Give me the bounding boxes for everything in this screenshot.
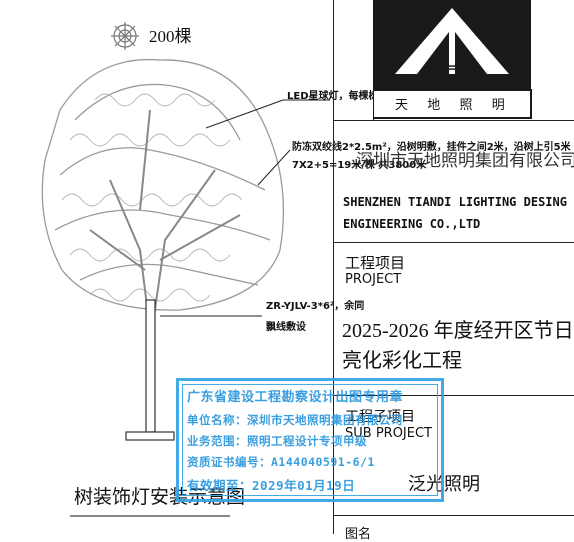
annotation-power-cable: ZR-YJLV-3*6²，余同: [266, 301, 365, 312]
frame-line-sub: [333, 515, 574, 516]
design-stamp: 广东省建设工程勘察设计出图专用章 单位名称：深圳市天地照明集团有限公司 业务范围…: [176, 378, 444, 502]
annotation-led: LED星球灯，每棵树8: [287, 91, 386, 102]
sub-project-label-cn: 工程子项目: [345, 409, 415, 425]
company-name-cn: 深圳市天地照明集团有限公司: [356, 151, 574, 171]
frame-line-company: [333, 242, 574, 243]
tree-count: 200棵: [149, 27, 192, 46]
project-name-line-1: 2025-2026 年度经开区节日: [342, 320, 574, 342]
company-name-en-2: ENGINEERING CO.,LTD: [343, 217, 481, 231]
frame-line-top: [333, 120, 574, 121]
project-name-line-2: 亮化彩化工程: [342, 350, 462, 372]
tree-drawing: [41, 22, 330, 517]
project-label-cn: 工程项目: [345, 254, 406, 272]
stamp-cert: 资质证书编号：A144040591-6/1: [187, 455, 375, 469]
drawing-name-label: 图名: [345, 527, 372, 542]
frame-line-project: [333, 395, 574, 396]
stamp-unit: 单位名称：深圳市天地照明集团有限公司: [187, 413, 403, 427]
stamp-scope: 业务范围：照明工程设计专项甲级: [187, 434, 367, 448]
frame-line-left: [333, 0, 334, 534]
sub-project-name: 泛光照明: [408, 474, 480, 494]
project-label-en: PROJECT: [345, 272, 402, 287]
snowflake-icon: [111, 22, 139, 50]
sub-project-label-en: SUB PROJECT: [345, 426, 432, 441]
drawing-caption: 树装饰灯安装示意图: [74, 487, 246, 508]
company-logo: [373, 0, 532, 119]
company-name-en-1: SHENZHEN TIANDI LIGHTING DESING: [343, 195, 567, 209]
stamp-title: 广东省建设工程勘察设计出图专用章: [187, 390, 404, 405]
stamp-valid: 有效期至：2029年01月19日: [187, 478, 356, 493]
logo-text: 天 地 照 明: [395, 97, 513, 112]
annotation-overhead: 飘线敷设: [266, 322, 306, 333]
annotation-length: 7X2+5=19米/棵 共3800米: [292, 160, 427, 171]
annotation-cable: 防冻双绞线2*2.5m²，沿树明敷，挂件之间2米，沿树上引5米: [292, 142, 571, 153]
